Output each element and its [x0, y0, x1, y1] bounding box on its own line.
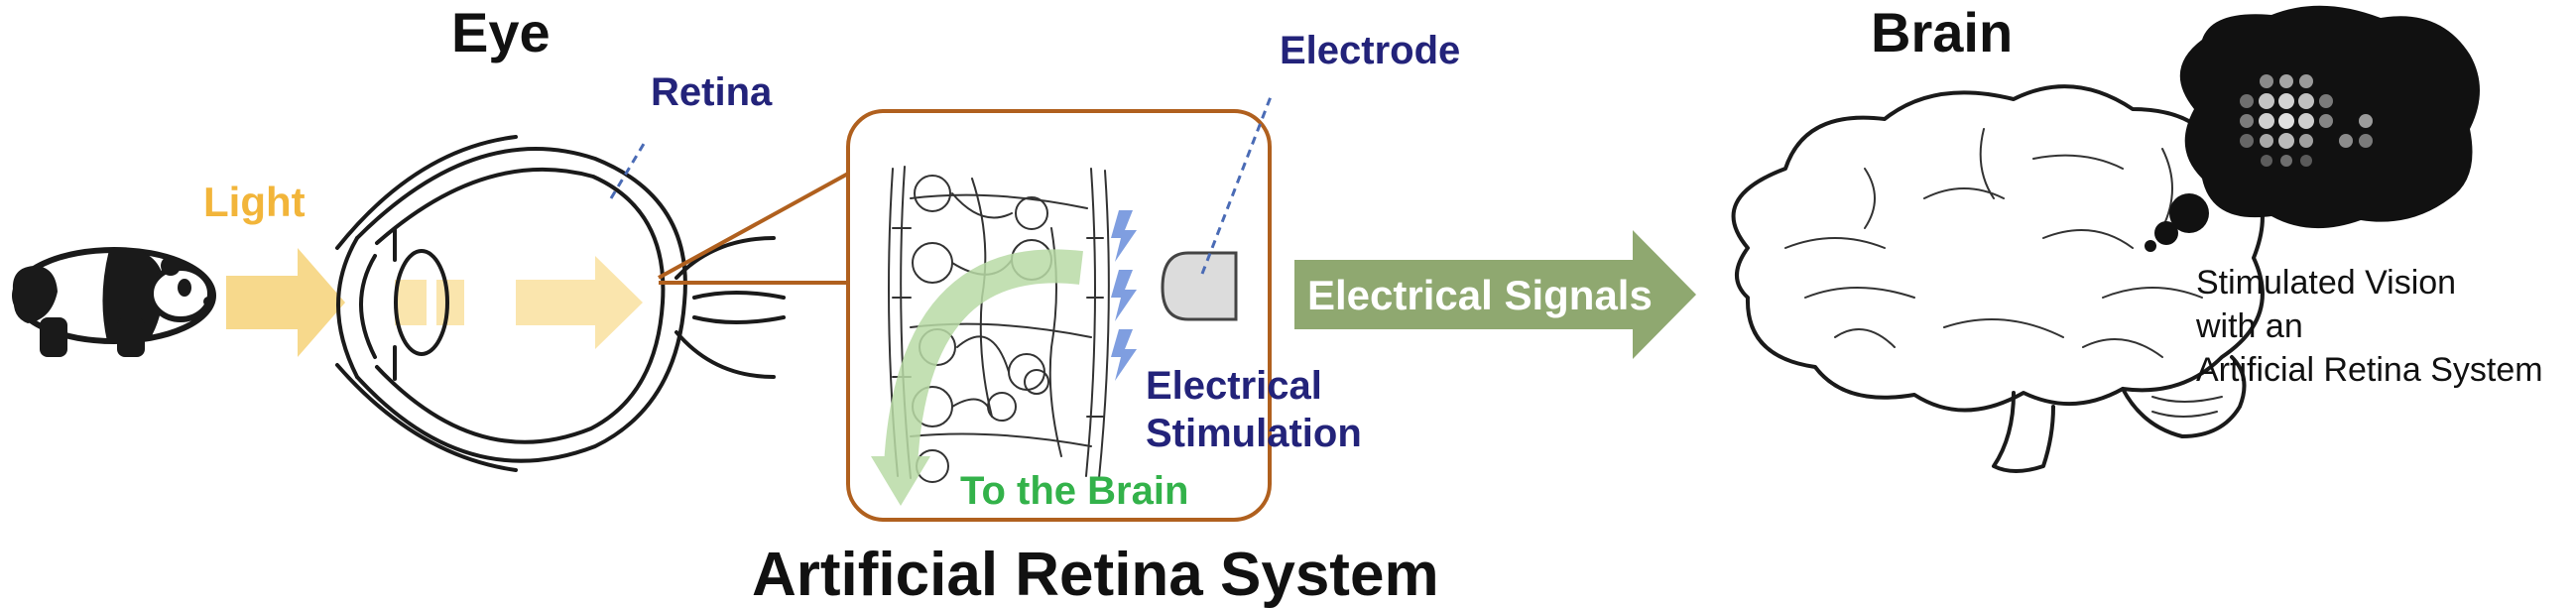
electrical-signals-arrow: [1294, 230, 1696, 359]
light-beam-segment: [395, 280, 427, 325]
electrical-stimulation-label-line2: Stimulation: [1146, 412, 1362, 455]
panda-icon: [12, 247, 216, 357]
light-label: Light: [203, 179, 306, 225]
electrode-label: Electrode: [1280, 29, 1460, 72]
electrical-signals-label: Electrical Signals: [1307, 272, 1653, 318]
retina-label: Retina: [651, 70, 773, 114]
electrical-stimulation-label-line1: Electrical: [1146, 364, 1322, 408]
artificial-retina-system-heading: Artificial Retina System: [752, 541, 1439, 608]
light-beam: [226, 248, 643, 357]
retina-magnified-box: [846, 109, 1272, 522]
thought-bubble-icon: [2145, 5, 2480, 252]
electrode-pointer-line: [1200, 93, 1274, 275]
phosphene-pattern: [2240, 74, 2373, 167]
brain-icon: [1731, 84, 2265, 473]
brain-heading: Brain: [1871, 1, 2013, 63]
callout-line-top: [658, 172, 849, 280]
lightning-bolt-icon: [1111, 210, 1137, 381]
light-beam-segment: [436, 280, 464, 325]
eye-icon: [335, 135, 786, 472]
vision-caption-line3: Artificial Retina System: [2196, 351, 2543, 389]
light-arrow: [226, 248, 345, 357]
vision-caption-line1: Stimulated Vision: [2196, 264, 2456, 302]
retina-pointer-line: [609, 138, 649, 199]
eye-heading: Eye: [451, 1, 551, 63]
vision-caption-line2: with an: [2195, 307, 2303, 345]
light-beam-arrow: [516, 256, 643, 349]
to-the-brain-label: To the Brain: [960, 469, 1188, 513]
electrode-icon: [1161, 251, 1238, 321]
to-brain-arrow: [871, 249, 1083, 506]
